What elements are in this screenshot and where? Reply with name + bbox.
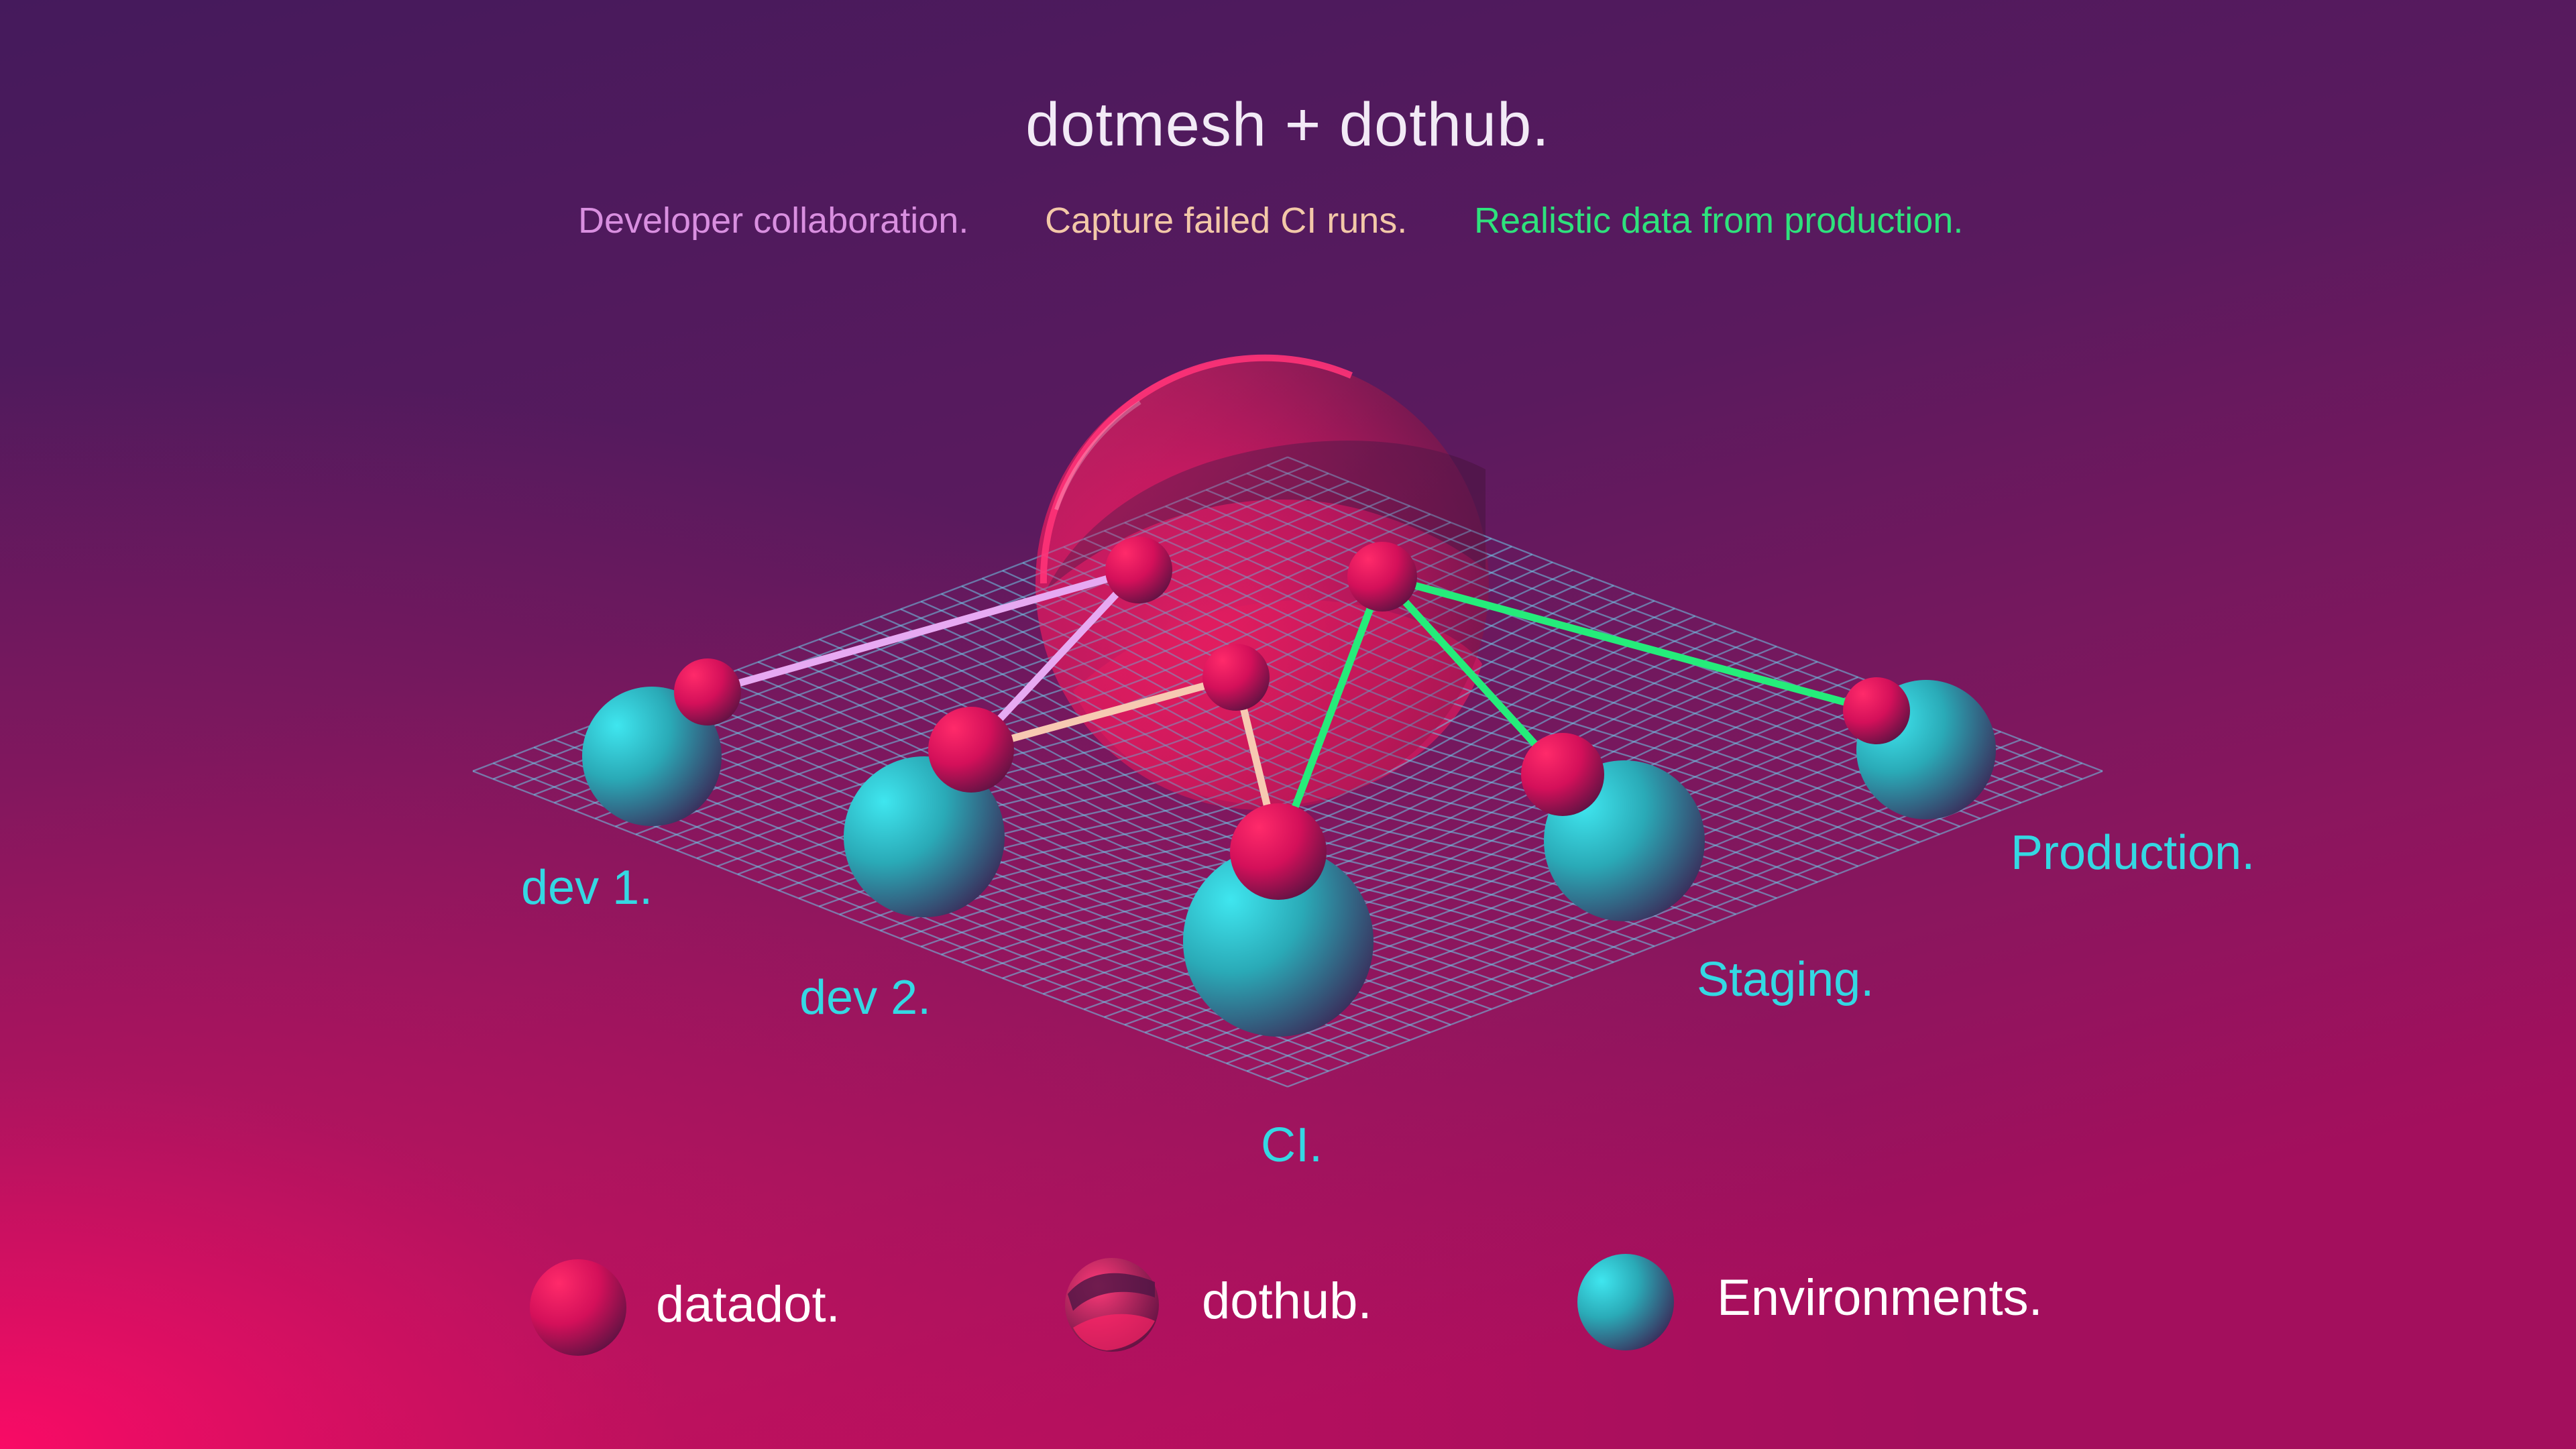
tagline-capture-failed-ci: Capture failed CI runs.	[1045, 200, 1408, 241]
datadot-hub-production	[1347, 542, 1417, 612]
tagline-realistic-data: Realistic data from production.	[1474, 200, 1964, 241]
tagline-developer-collaboration: Developer collaboration.	[578, 200, 969, 241]
datadot-hub-developer	[1105, 536, 1172, 603]
env-label-production: Production.	[2011, 826, 2255, 880]
env-sphere-ci	[1183, 846, 1374, 1037]
grid-line	[1287, 770, 2103, 1088]
env-sphere-dev2	[844, 756, 1005, 917]
link-dev2-ci-hub	[967, 673, 1240, 754]
dothub-hub-shell	[1035, 354, 1489, 810]
env-label-dev1: dev 1.	[521, 861, 653, 915]
legend-label-environments: Environments.	[1717, 1269, 2043, 1326]
env-label-ci: CI.	[1261, 1118, 1323, 1172]
legend-datadot-icon	[530, 1259, 626, 1356]
legend-label-datadot: datadot.	[656, 1276, 840, 1333]
datadot-dev2	[928, 707, 1014, 793]
production-links	[1274, 573, 1881, 856]
page-title: dotmesh + dothub.	[1025, 91, 1550, 159]
datadot-production	[1843, 677, 1910, 744]
grid-line	[1022, 669, 1838, 987]
env-dev1	[582, 658, 741, 826]
datadot-dev1	[674, 658, 741, 726]
link-staging-prod-hub	[1378, 573, 1567, 778]
link-production-prod-hub	[1378, 573, 1881, 715]
legend-environment-icon	[1577, 1254, 1674, 1350]
grid-line	[920, 630, 1736, 947]
env-label-dev2: dev 2.	[799, 971, 932, 1025]
env-ci	[1183, 803, 1374, 1037]
grid-line	[1002, 660, 1818, 980]
env-production	[1843, 677, 1996, 819]
legend-icons	[530, 1254, 1674, 1356]
env-staging	[1521, 733, 1705, 921]
env-sphere-dev1	[582, 687, 722, 826]
legend-dothub-icon	[1065, 1258, 1159, 1352]
env-dev2	[844, 707, 1014, 917]
datadot-staging	[1521, 733, 1604, 816]
env-label-staging: Staging.	[1697, 953, 1874, 1006]
grid-line	[982, 653, 1797, 972]
link-ci-prod-hub	[1274, 573, 1386, 856]
grid-line	[1043, 676, 1858, 995]
grid-line	[941, 638, 1757, 955]
link-dev1-hub	[704, 566, 1143, 696]
legend-label-dothub: dothub.	[1202, 1273, 1372, 1330]
datadot-ci	[1230, 803, 1327, 900]
datadot-hub-ci	[1202, 644, 1270, 711]
grid-line	[961, 646, 1777, 964]
